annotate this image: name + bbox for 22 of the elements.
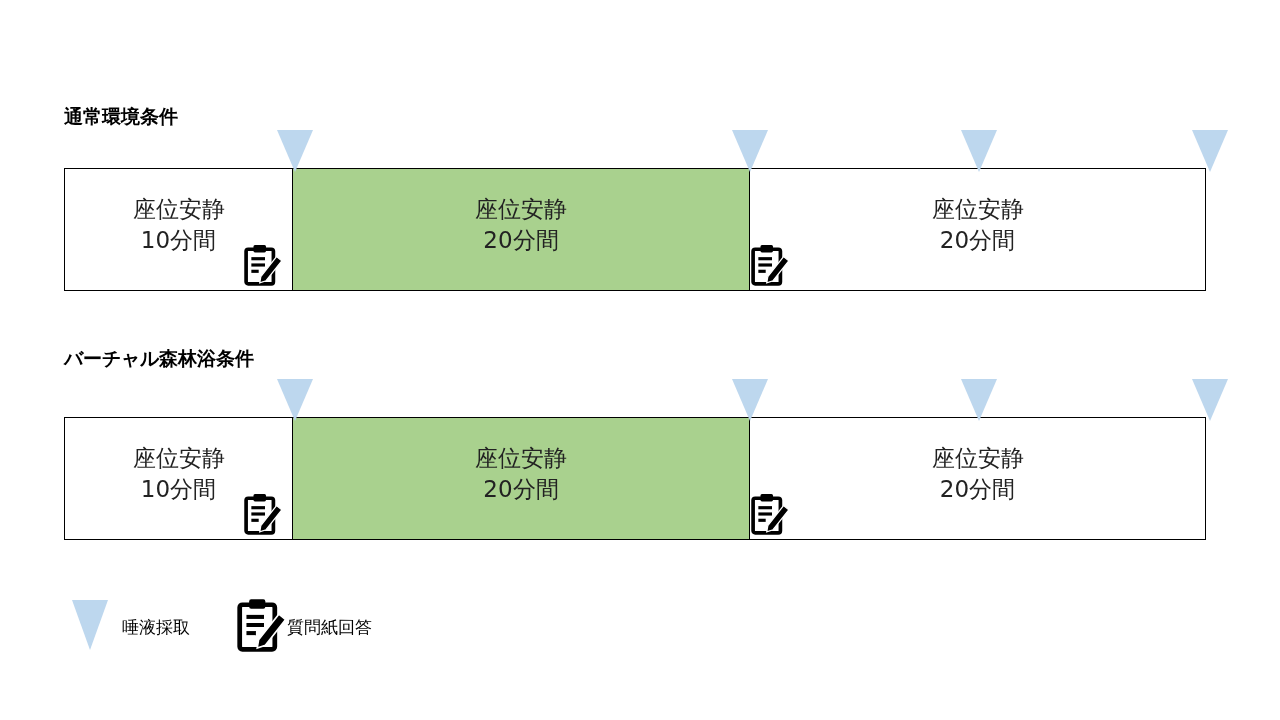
- phase-text: 20分間: [939, 225, 1016, 255]
- phase-box: [749, 168, 1206, 291]
- phase-text: 座位安静: [931, 443, 1024, 473]
- phase-text: 20分間: [483, 225, 559, 255]
- phase-text: 座位安静: [132, 194, 225, 224]
- phase-text: 座位安静: [475, 443, 567, 473]
- legend-text: 唾液採取: [122, 616, 190, 639]
- phase-text: 20分間: [483, 474, 559, 504]
- phase-box: [292, 417, 750, 540]
- phase-text: 座位安静: [132, 443, 225, 473]
- phase-box: [749, 417, 1206, 540]
- phase-text: 10分間: [140, 474, 217, 504]
- phase-box: [292, 168, 750, 291]
- phase-box: [64, 417, 293, 540]
- phase-text: 座位安静: [475, 194, 567, 224]
- phase-box: [64, 168, 293, 291]
- legend-text: 質問紙回答: [287, 616, 372, 639]
- phase-text: 座位安静: [931, 194, 1024, 224]
- condition-heading: 通常環境条件: [64, 104, 178, 129]
- phase-text: 10分間: [140, 225, 217, 255]
- condition-heading: バーチャル森林浴条件: [64, 346, 254, 371]
- phase-text: 20分間: [939, 474, 1016, 504]
